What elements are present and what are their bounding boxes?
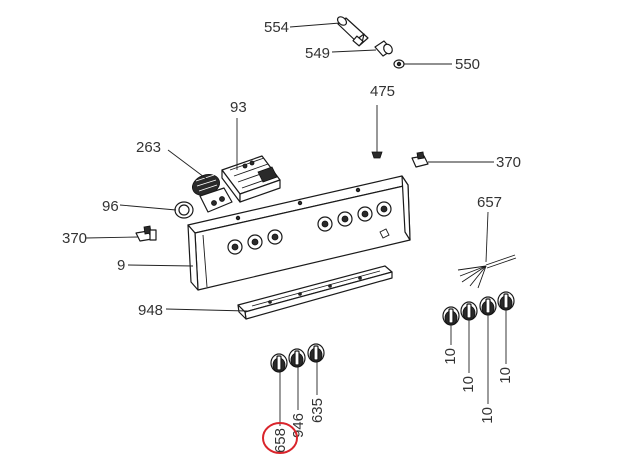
leader-554 xyxy=(289,22,341,28)
part-370-bracket-left xyxy=(135,225,157,242)
part-948-trim-strip xyxy=(237,265,393,320)
part-10-knob-group xyxy=(442,291,515,326)
leader-549 xyxy=(331,49,377,53)
part-475-screw xyxy=(371,105,383,159)
callout-635: 635 xyxy=(309,398,326,423)
part-554-cylinder xyxy=(336,16,369,47)
part-9-control-panel xyxy=(187,175,411,291)
knob-946 xyxy=(288,348,306,368)
knob-658 xyxy=(270,353,288,373)
part-657-wire-harness xyxy=(457,254,517,289)
callout-263: 263 xyxy=(136,139,161,156)
leader-96 xyxy=(119,204,177,211)
knob-10-2 xyxy=(460,301,478,321)
callout-10-b: 10 xyxy=(460,376,477,393)
knob-10-1 xyxy=(442,306,460,326)
callout-10-d: 10 xyxy=(497,367,514,384)
callout-946: 946 xyxy=(290,413,307,438)
part-550-nut xyxy=(393,59,405,69)
knob-635 xyxy=(307,343,325,363)
panel-knob-openings-left xyxy=(227,229,283,255)
leader-370-left xyxy=(85,236,139,239)
part-93-switch-block xyxy=(221,155,281,203)
callout-370-left: 370 xyxy=(62,230,87,247)
callout-550: 550 xyxy=(455,56,480,73)
callout-93: 93 xyxy=(230,99,247,116)
callout-10-c: 10 xyxy=(479,407,496,424)
part-263-switch xyxy=(192,174,233,213)
leader-263 xyxy=(167,149,209,181)
part-549-connector xyxy=(374,40,393,57)
callout-475: 475 xyxy=(370,83,395,100)
leader-9 xyxy=(127,264,194,267)
callout-9: 9 xyxy=(117,257,125,274)
leader-657 xyxy=(485,211,489,263)
knob-10-4 xyxy=(497,291,515,311)
callout-96: 96 xyxy=(102,198,119,215)
part-658-946-635-knob-group xyxy=(270,343,325,373)
knob-10-3 xyxy=(479,296,497,316)
callout-554: 554 xyxy=(264,19,289,36)
part-96-knob xyxy=(174,201,194,219)
leader-948 xyxy=(165,308,248,312)
callout-657: 657 xyxy=(477,194,502,211)
callout-948: 948 xyxy=(138,302,163,319)
callout-370-right: 370 xyxy=(496,154,521,171)
callout-10-a: 10 xyxy=(442,348,459,365)
callout-549: 549 xyxy=(305,45,330,62)
panel-knob-openings-right xyxy=(317,201,392,232)
callout-658: 658 xyxy=(272,428,289,453)
part-370-bracket-right xyxy=(411,151,429,168)
highlight-circle-658 xyxy=(262,422,298,454)
